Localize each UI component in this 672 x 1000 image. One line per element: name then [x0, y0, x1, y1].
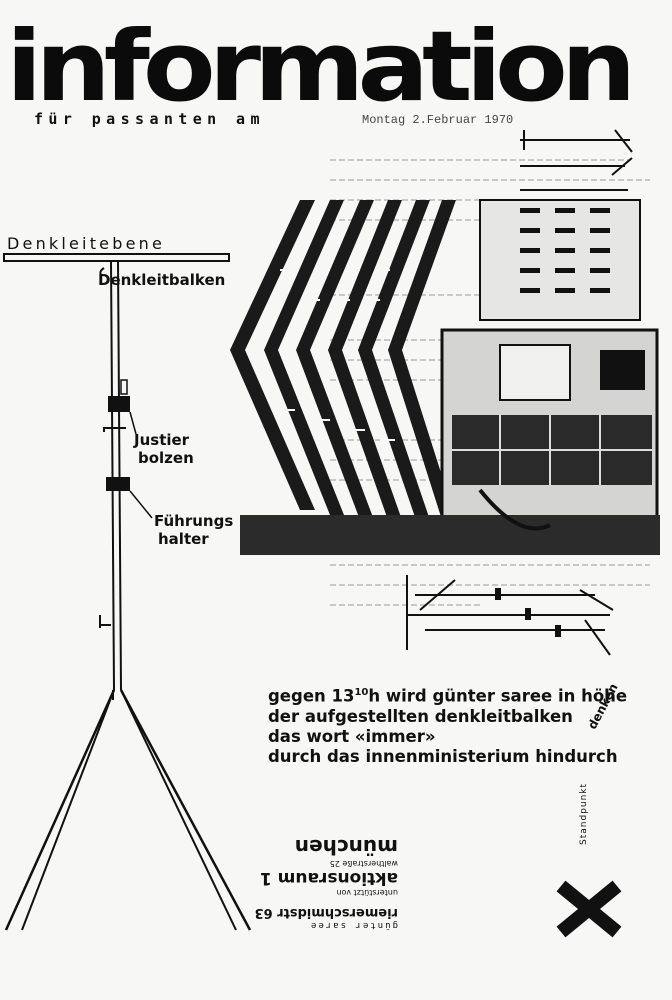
- stamp-line-1: günter saree: [308, 920, 398, 930]
- holder-block: [106, 477, 130, 491]
- masthead-subtitle: für passanten am: [34, 110, 265, 128]
- bolt-label-1: Justier: [134, 431, 190, 449]
- stamp-line-3: unterstützt von: [336, 888, 398, 897]
- building-slabs: [230, 200, 456, 520]
- standpunkt-cross-icon: [556, 880, 622, 938]
- bolt-arm: [103, 427, 126, 432]
- masthead-date: Montag 2.Februar 1970: [362, 113, 514, 127]
- tower-windows: [520, 208, 610, 293]
- antenna-stands-bottom: [406, 575, 614, 656]
- beam-label: Denkleitbalken: [98, 271, 226, 289]
- sender-stamp: günter saree riemerschmidstr 63 unterstü…: [254, 815, 398, 930]
- stamp-line-6: münchen: [294, 835, 398, 859]
- beam-hook: [99, 267, 105, 277]
- stamp-line-5: waltherstraße 25: [329, 859, 398, 868]
- statement-line-3: das wort «immer»: [268, 726, 436, 746]
- tripod-leg-right: [119, 689, 252, 931]
- holder-label-1: Führungs: [154, 512, 234, 530]
- stamp-line-4: aktionsraum 1: [259, 868, 398, 888]
- bolt-label-2: bolzen: [138, 449, 194, 467]
- statement-line-1: gegen 1310h wird günter saree in höhe: [268, 686, 628, 706]
- ground-shadow: [240, 515, 660, 555]
- rear-tower: [479, 199, 641, 321]
- tripod-leg-left: [4, 689, 116, 931]
- building-photo: [230, 129, 660, 555]
- slab-windows: [270, 269, 395, 441]
- plane-bar: [3, 253, 230, 262]
- masthead-title: information: [6, 9, 636, 123]
- holder-label-2: halter: [158, 530, 209, 548]
- stamp-line-2: riemerschmidstr 63: [254, 905, 398, 920]
- mast-left: [110, 260, 115, 691]
- mast-right: [117, 260, 122, 691]
- statement-line-4: durch das innenministerium hindurch: [268, 746, 618, 766]
- statement: gegen 1310h wird günter saree in höhe de…: [268, 683, 627, 767]
- statement-line-2: der aufgestellten denkleitbalken: [268, 706, 573, 726]
- bolt-block: [108, 396, 130, 412]
- bolt-clip: [120, 379, 128, 395]
- standpunkt-label: Standpunkt: [579, 782, 589, 845]
- plane-label: Denkleitebene: [7, 234, 166, 253]
- antenna-stands-top: [520, 129, 633, 191]
